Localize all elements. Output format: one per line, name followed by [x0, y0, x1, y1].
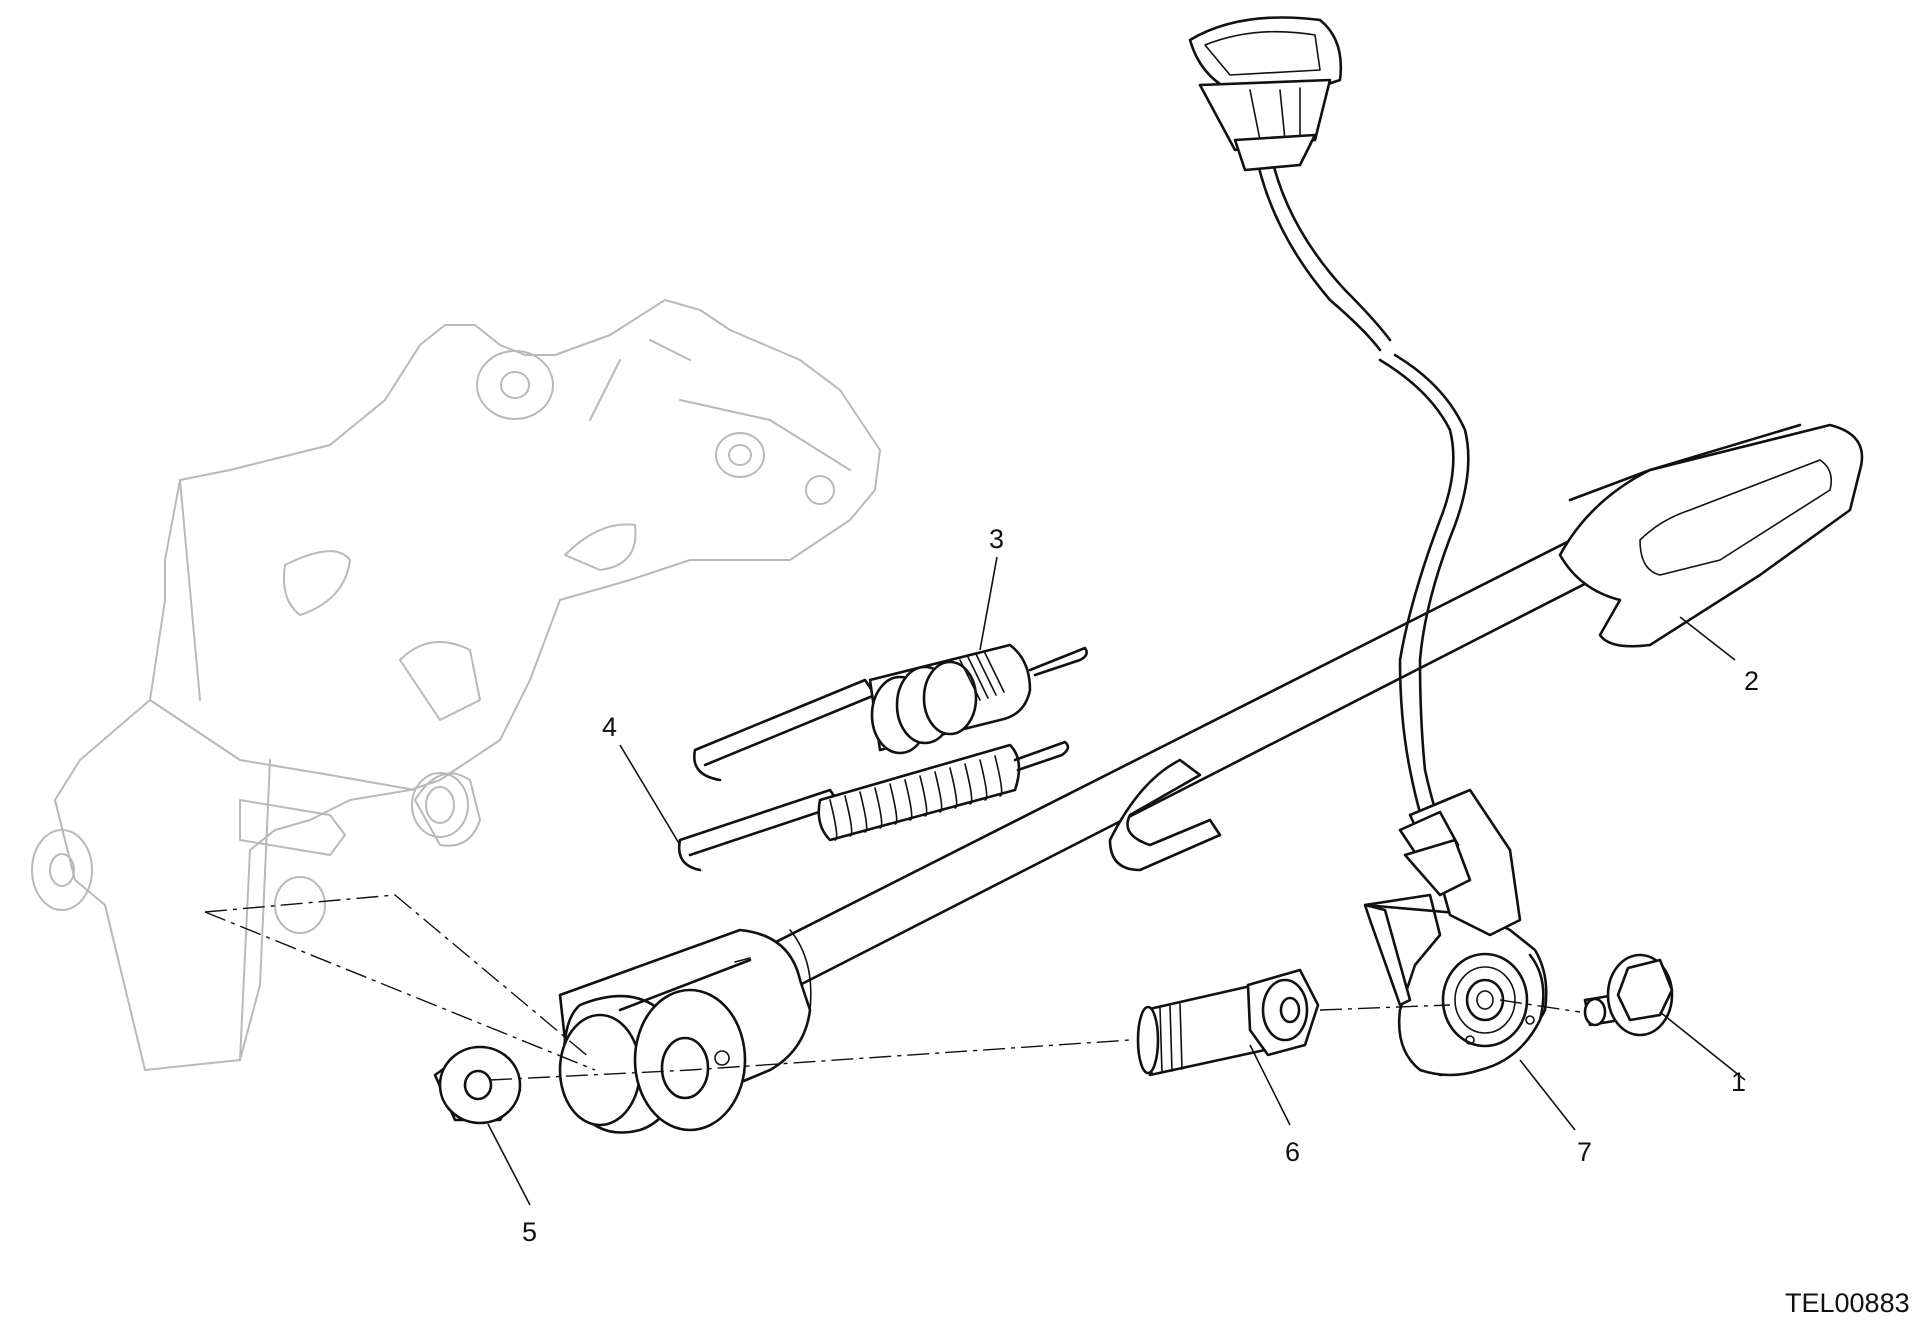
- drawing-code: TEL00883: [1785, 1288, 1910, 1318]
- callout-1: 1: [1731, 1067, 1746, 1097]
- callout-4: 4: [602, 712, 617, 742]
- frame-bracket: [31, 299, 881, 1071]
- callout-5: 5: [522, 1217, 537, 1247]
- callout-2: 2: [1744, 666, 1759, 696]
- sensor-cable: [1253, 148, 1470, 842]
- callout-7: 7: [1577, 1137, 1592, 1167]
- assembly-axes: [204, 894, 1581, 1081]
- pivot-pin: [1136, 968, 1320, 1077]
- callout-6: 6: [1285, 1137, 1300, 1167]
- screw: [1583, 953, 1674, 1037]
- side-stand: [558, 423, 1864, 1134]
- nut: [433, 1045, 522, 1125]
- callout-labels: 1 2 3 4 5 6 7: [522, 524, 1759, 1247]
- callout-3: 3: [989, 524, 1004, 554]
- spring-upper: [693, 643, 1088, 782]
- side-stand-sensor: [1363, 788, 1548, 1077]
- sensor-connector: [1188, 16, 1343, 172]
- leader-lines: [487, 556, 1746, 1206]
- spring-lower: [677, 740, 1070, 872]
